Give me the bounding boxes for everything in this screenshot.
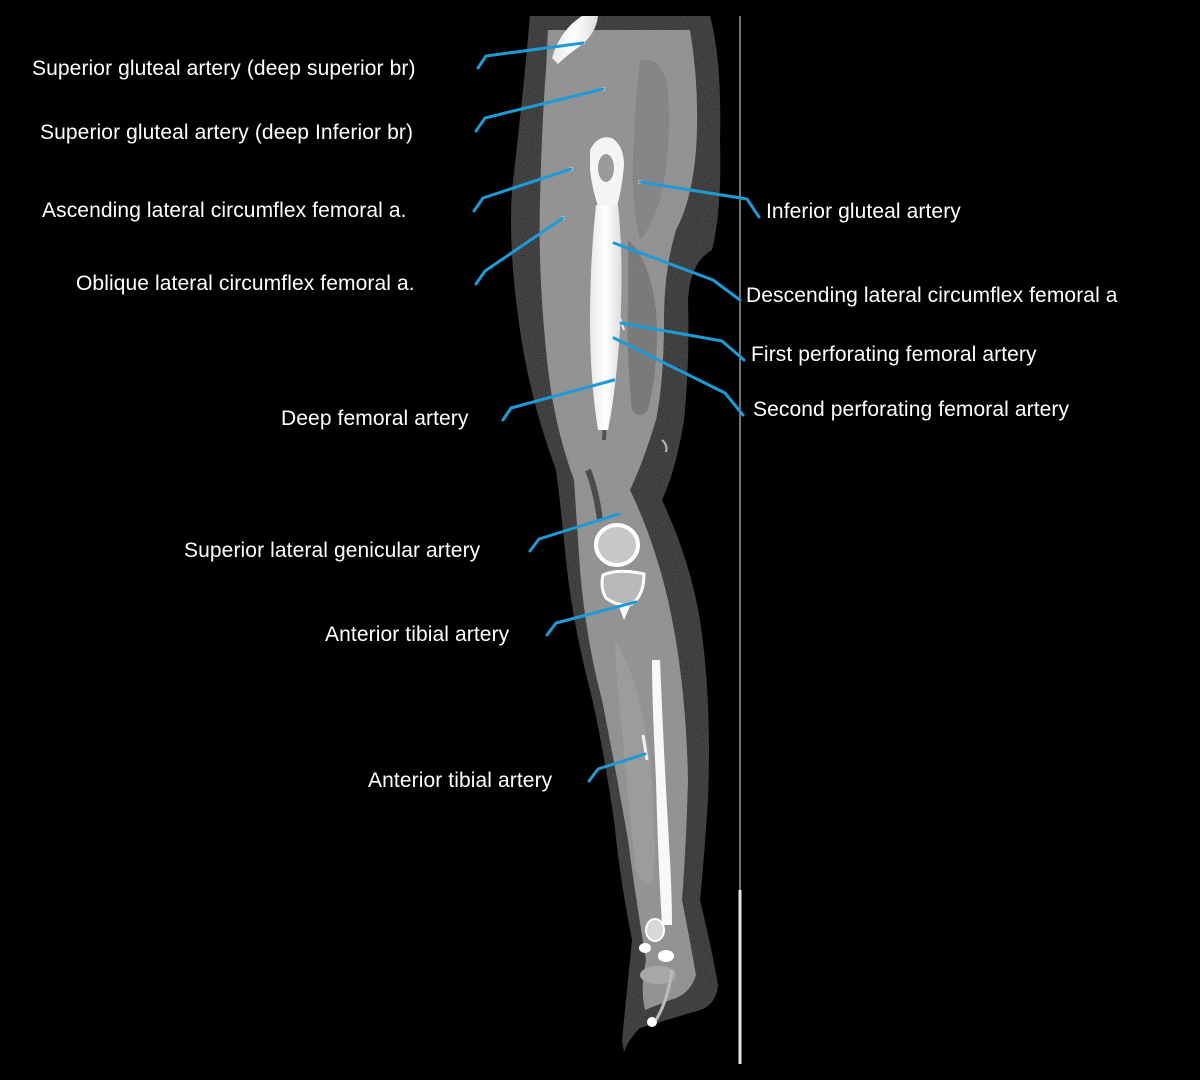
leader-anterior-tibial-upper [545,600,638,637]
label-superior-gluteal-deep-superior: Superior gluteal artery (deep superior b… [32,57,416,80]
bones [552,16,676,1027]
leader-deep-femoral [501,378,616,422]
leader-anterior-tibial-lower [587,752,647,783]
label-deep-femoral-artery: Deep femoral artery [281,407,469,430]
leader-superior-gluteal-deep-inferior [474,87,605,133]
label-anterior-tibial-artery-upper: Anterior tibial artery [325,623,510,646]
label-second-perforating-femoral-artery: Second perforating femoral artery [753,398,1070,421]
leader-ascending-lcfa [472,167,573,213]
leader-superior-lateral-genicular [528,512,621,553]
label-first-perforating-femoral-artery: First perforating femoral artery [751,343,1037,366]
label-superior-lateral-genicular-artery: Superior lateral genicular artery [184,539,481,562]
label-superior-gluteal-deep-inferior: Superior gluteal artery (deep Inferior b… [40,121,414,144]
label-ascending-lateral-circumflex-femoral: Ascending lateral circumflex femoral a. [42,199,407,222]
annotation-leader-lines [472,41,761,783]
leader-oblique-lcfa [474,216,565,286]
leader-superior-gluteal-deep-superior [476,41,585,70]
label-oblique-lateral-circumflex-femoral: Oblique lateral circumflex femoral a. [76,272,415,295]
label-inferior-gluteal-artery: Inferior gluteal artery [766,200,961,223]
label-descending-lateral-circumflex-femoral: Descending lateral circumflex femoral a [746,284,1118,307]
leader-inferior-gluteal [638,180,761,219]
leader-descending-lcfa [612,241,742,302]
label-anterior-tibial-artery-lower: Anterior tibial artery [368,769,553,792]
leader-second-perforating [612,336,745,417]
leader-first-perforating [619,321,746,362]
